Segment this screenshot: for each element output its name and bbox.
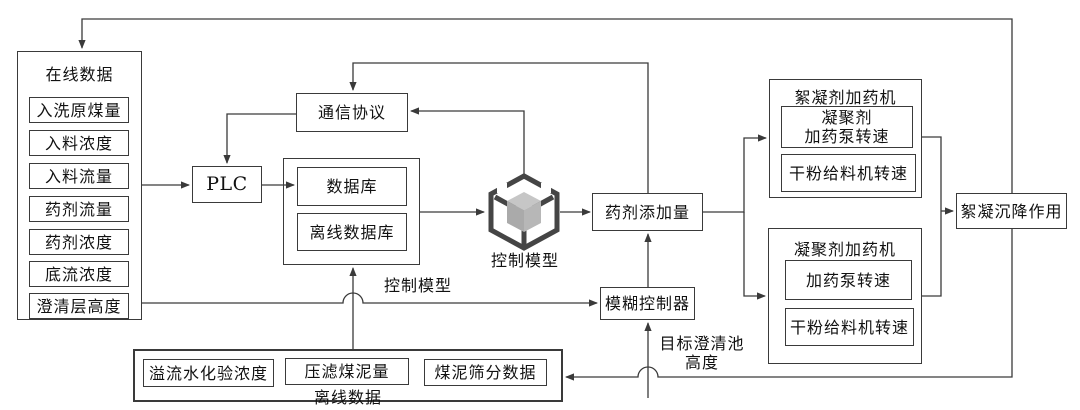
online-data-item: 入洗原煤量 <box>29 97 129 123</box>
online-data-item: 入料流量 <box>29 163 129 189</box>
node-offline-data: 溢流水化验浓度 压滤煤泥量 煤泥筛分数据 离线数据 <box>133 349 563 407</box>
flocculant-machine-item: 凝聚剂 加药泵转速 <box>781 106 913 148</box>
online-data-item: 入料浓度 <box>29 130 129 156</box>
offline-data-title: 离线数据 <box>313 388 382 407</box>
online-data-title: 在线数据 <box>45 65 114 84</box>
control-model-icon-label: 控制模型 <box>490 251 559 270</box>
online-data-item: 药剂流量 <box>29 196 129 222</box>
node-fuzzy-controller: 模糊控制器 <box>600 287 695 320</box>
node-database-group: 数据库 离线数据库 <box>283 158 420 265</box>
node-sedimentation: 絮凝沉降作用 <box>956 193 1067 229</box>
node-flocculant-machine: 絮凝剂加药机 凝聚剂 加药泵转速 干粉给料机转速 <box>769 79 922 198</box>
online-data-item: 底流浓度 <box>29 261 129 287</box>
coagulant-machine-title: 凝聚剂加药机 <box>793 240 896 259</box>
node-comm-protocol: 通信协议 <box>296 93 408 132</box>
online-data-item: 澄清层高度 <box>29 293 129 319</box>
flocculant-machine-title: 絮凝剂加药机 <box>794 88 897 107</box>
edge-label-target-height: 目标澄清池 高度 <box>659 334 745 372</box>
coagulant-machine-item: 加药泵转速 <box>785 260 912 300</box>
online-data-item: 药剂浓度 <box>29 229 129 255</box>
node-offline-database: 离线数据库 <box>297 213 407 251</box>
node-coagulant-machine: 凝聚剂加药机 加药泵转速 干粉给料机转速 <box>768 228 922 364</box>
offline-data-item: 溢流水化验浓度 <box>143 359 274 387</box>
coagulant-machine-item: 干粉给料机转速 <box>785 308 914 346</box>
node-online-data: 在线数据 入洗原煤量 入料浓度 入料流量 药剂流量 药剂浓度 底流浓度 澄清层高… <box>17 51 142 320</box>
node-plc: PLC <box>192 166 262 203</box>
offline-data-item: 压滤煤泥量 <box>285 358 409 385</box>
node-database: 数据库 <box>297 167 407 206</box>
offline-data-item: 煤泥筛分数据 <box>424 359 547 386</box>
edge-label-control-model: 控制模型 <box>384 276 453 295</box>
node-dosing-amount: 药剂添加量 <box>592 193 703 231</box>
flocculant-machine-item: 干粉给料机转速 <box>781 154 916 192</box>
